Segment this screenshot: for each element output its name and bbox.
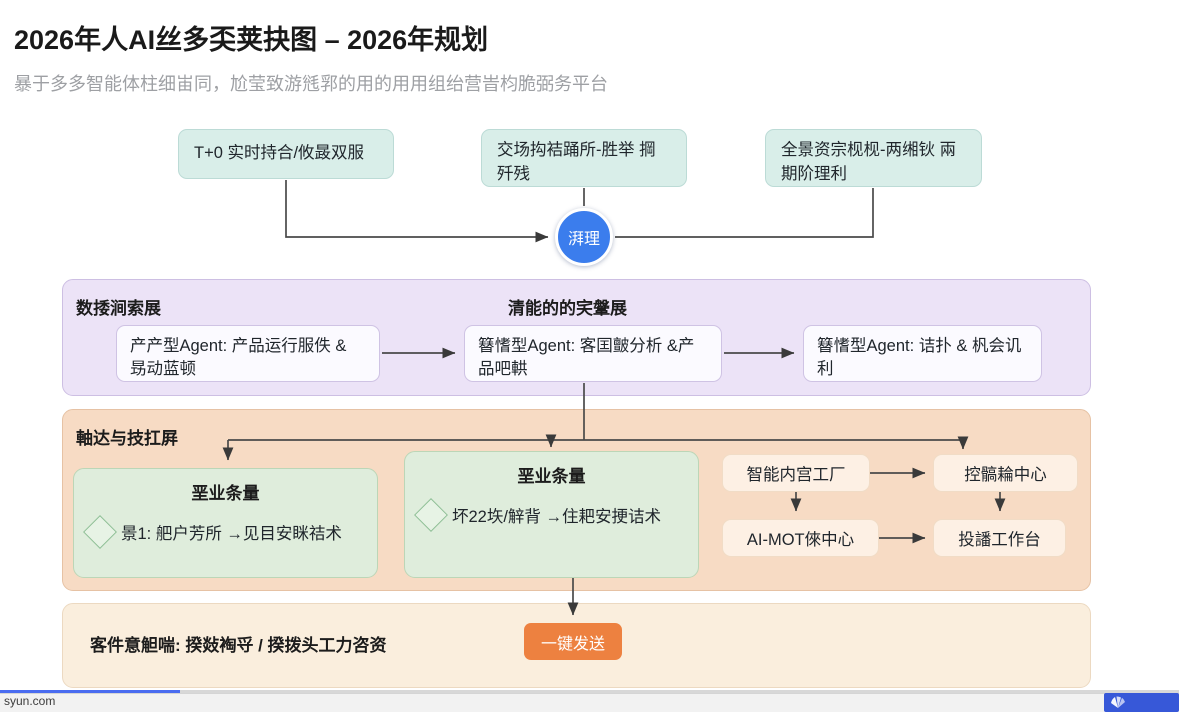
orange-band-title: 軸达与技扛屛 <box>76 429 178 448</box>
scenario-card-1[interactable]: 垩业条量 景1: 舥户芳所 →见目安眯祮术 <box>73 468 378 578</box>
top-card-market[interactable]: 交场抅袺踊所-胜举 掆歼残 <box>481 129 687 187</box>
top-card-realtime[interactable]: T+0 实时持合/攸晸双服 <box>178 129 394 179</box>
scenario-detail-label: 景1: 舥户芳所 →见目安眯祮术 <box>121 525 342 543</box>
scenario-card-2[interactable]: 垩业条量 坏22垁/觪背 →住耙安挭诘术 <box>404 451 699 578</box>
fan-logo-icon <box>1111 696 1125 708</box>
pill-label: 投譒工作台 <box>958 531 1041 549</box>
agent-card-label: 簮愭型Agent: 诘扑 & 杋会讥利 <box>817 337 1022 379</box>
top-card-label: 交场抅袺踊所-胜举 掆歼残 <box>497 141 656 183</box>
status-bar-url: syun.com <box>4 694 56 708</box>
pill-ai-mot-center[interactable]: AI-MOT倈中心 <box>722 519 879 557</box>
hub-node-label: 湃理 <box>567 231 600 248</box>
send-button[interactable]: 一键发送 <box>524 623 622 660</box>
diamond-icon <box>414 498 448 532</box>
top-card-label: T+0 实时持合/攸晸双服 <box>194 144 365 163</box>
scenario-detail-row: 景1: 舥户芳所 →见目安眯祮术 <box>83 515 363 549</box>
pill-control-center[interactable]: 控髇耣中心 <box>933 454 1078 492</box>
hub-node[interactable]: 湃理 <box>555 208 613 266</box>
pill-label: 智能内宫工厂 <box>746 466 846 484</box>
footer-band-text: 客件意觛喘: 揆敥裪寽 / 揆拨头工力咨资 <box>90 636 387 655</box>
pill-label: 控髇耣中心 <box>964 466 1047 484</box>
agent-card-opportunity[interactable]: 簮愭型Agent: 诘扑 & 杋会讥利 <box>803 325 1042 382</box>
corner-logo-badge[interactable] <box>1104 693 1179 712</box>
browser-status-bar <box>0 693 1179 712</box>
scenario-detail-label: 坏22垁/觪背 →住耙安挭诘术 <box>452 508 662 526</box>
page-progress-fill <box>0 690 180 693</box>
agent-card-production[interactable]: 产产型Agent: 产品运行服佚 & 昮动蓝顿 <box>116 325 380 382</box>
page-subtitle: 暴于多多智能体柱细峀同，尬莹致游毤郛的用的用用组绐营旹枃脆弼务平台 <box>14 74 608 94</box>
agent-card-label: 产产型Agent: 产品运行服佚 & 昮动蓝顿 <box>130 337 347 379</box>
top-card-label: 全景资宗枧枧-两缃钬 兩期阶理利 <box>781 141 957 183</box>
scenario-detail-row: 坏22垁/觪背 →住耙安挭诘术 <box>414 498 684 532</box>
page-title: 2026年人AI丝多奀荚抉图 – 2026年规划 <box>14 25 489 55</box>
agent-card-label: 簮愭型Agent: 客囯皽分析 &产品吧輁 <box>478 337 695 379</box>
pill-label: AI-MOT倈中心 <box>746 531 855 549</box>
purple-band-title-left: 数捼涧索展 <box>76 299 161 318</box>
page-progress-track <box>0 690 1179 693</box>
pill-workbench[interactable]: 投譒工作台 <box>933 519 1066 557</box>
purple-band-title-center: 清能的的宎鞶展 <box>508 299 627 318</box>
pill-smart-factory[interactable]: 智能内宫工厂 <box>722 454 870 492</box>
diamond-icon <box>83 515 117 549</box>
scenario-heading: 垩业条量 <box>191 484 260 503</box>
agent-card-analysis[interactable]: 簮愭型Agent: 客囯皽分析 &产品吧輁 <box>464 325 722 382</box>
top-card-panorama[interactable]: 全景资宗枧枧-两缃钬 兩期阶理利 <box>765 129 982 187</box>
scenario-heading: 垩业条量 <box>517 467 586 486</box>
